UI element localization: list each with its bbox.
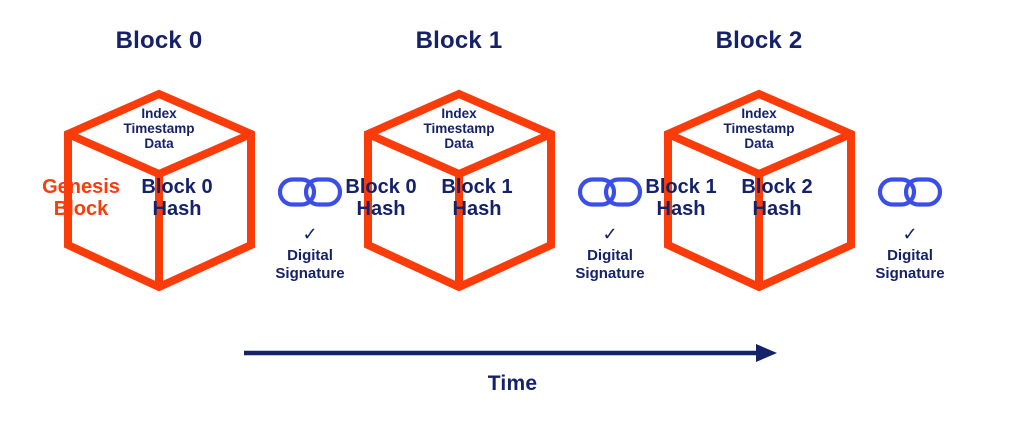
- right-face-line2: Hash: [152, 198, 202, 221]
- right-face-line1: Block 2: [741, 176, 813, 198]
- top-face-line3: Data: [744, 136, 774, 152]
- top-face-line3: Data: [144, 136, 174, 152]
- block-group-2: Block 2 Index Timestamp Data Block 1 Has…: [629, 0, 889, 300]
- left-face-line2: Hash: [356, 198, 406, 221]
- signature-line1: Digital: [287, 247, 333, 264]
- signature-line1: Digital: [887, 247, 933, 264]
- cube-outline-icon-1: [364, 89, 555, 292]
- left-face-line2: Block: [53, 198, 109, 221]
- check-icon-1: ✓: [602, 224, 618, 244]
- cube-2: Index Timestamp Data Block 1 Hash Block …: [629, 88, 889, 293]
- right-face-line2: Hash: [452, 198, 502, 221]
- digital-signature-1: ✓ Digital Signature: [545, 0, 675, 300]
- block-group-0: Block 0 Index Timestamp Data Genesis Blo…: [29, 0, 289, 300]
- top-face-line2: Timestamp: [723, 121, 795, 137]
- right-face-line2: Hash: [752, 198, 802, 221]
- cube-0: Index Timestamp Data Genesis Block Block…: [29, 88, 289, 293]
- cube-top-face-1: Index Timestamp Data: [384, 106, 534, 151]
- top-face-line1: Index: [141, 106, 177, 121]
- cube-left-face-0: Genesis Block: [39, 176, 123, 221]
- left-face-line1: Block 1: [645, 176, 717, 198]
- top-face-line2: Timestamp: [123, 121, 195, 137]
- right-face-line1: Block 1: [441, 176, 513, 198]
- top-face-line1: Index: [741, 106, 777, 121]
- signature-line2: Signature: [275, 264, 345, 282]
- signature-label-0: Digital Signature: [245, 247, 375, 282]
- signature-line1: Digital: [587, 247, 633, 264]
- signature-line2: Signature: [875, 264, 945, 282]
- left-face-line2: Hash: [656, 198, 706, 221]
- chain-link-icon-1: [545, 175, 675, 209]
- cube-top-face-0: Index Timestamp Data: [84, 106, 234, 151]
- cube-1: Index Timestamp Data Block 0 Hash Block …: [329, 88, 589, 293]
- block-title-2: Block 2: [715, 27, 803, 54]
- left-face-line1: Block 0: [345, 176, 417, 198]
- check-icon-0: ✓: [302, 224, 318, 244]
- cube-right-face-2: Block 2 Hash: [735, 176, 819, 221]
- top-face-line1: Index: [441, 106, 477, 121]
- digital-signature-0: ✓ Digital Signature: [245, 0, 375, 300]
- time-axis-label: Time: [487, 372, 538, 395]
- cube-outline-icon-0: [64, 89, 255, 292]
- block-title-1: Block 1: [415, 27, 503, 54]
- top-face-line2: Timestamp: [423, 121, 495, 137]
- time-axis: [240, 338, 785, 368]
- right-face-line1: Block 0: [141, 176, 213, 198]
- cube-right-face-0: Block 0 Hash: [135, 176, 219, 221]
- cube-top-face-2: Index Timestamp Data: [684, 106, 834, 151]
- check-icon-2: ✓: [902, 224, 918, 244]
- cube-left-face-1: Block 0 Hash: [339, 176, 423, 221]
- block-title-0: Block 0: [115, 27, 203, 54]
- block-group-1: Block 1 Index Timestamp Data Block 0 Has…: [329, 0, 589, 300]
- cube-right-face-1: Block 1 Hash: [435, 176, 519, 221]
- signature-label-1: Digital Signature: [545, 247, 675, 282]
- signature-line2: Signature: [575, 264, 645, 282]
- chain-link-icon-0: [245, 175, 375, 209]
- left-face-line1: Genesis: [42, 176, 120, 198]
- signature-label-2: Digital Signature: [845, 247, 975, 282]
- chain-link-icon-2: [845, 175, 975, 209]
- top-face-line3: Data: [444, 136, 474, 152]
- cube-left-face-2: Block 1 Hash: [639, 176, 723, 221]
- arrow-right-icon: [244, 344, 777, 362]
- digital-signature-2: ✓ Digital Signature: [845, 0, 975, 300]
- cube-outline-icon-2: [664, 89, 855, 292]
